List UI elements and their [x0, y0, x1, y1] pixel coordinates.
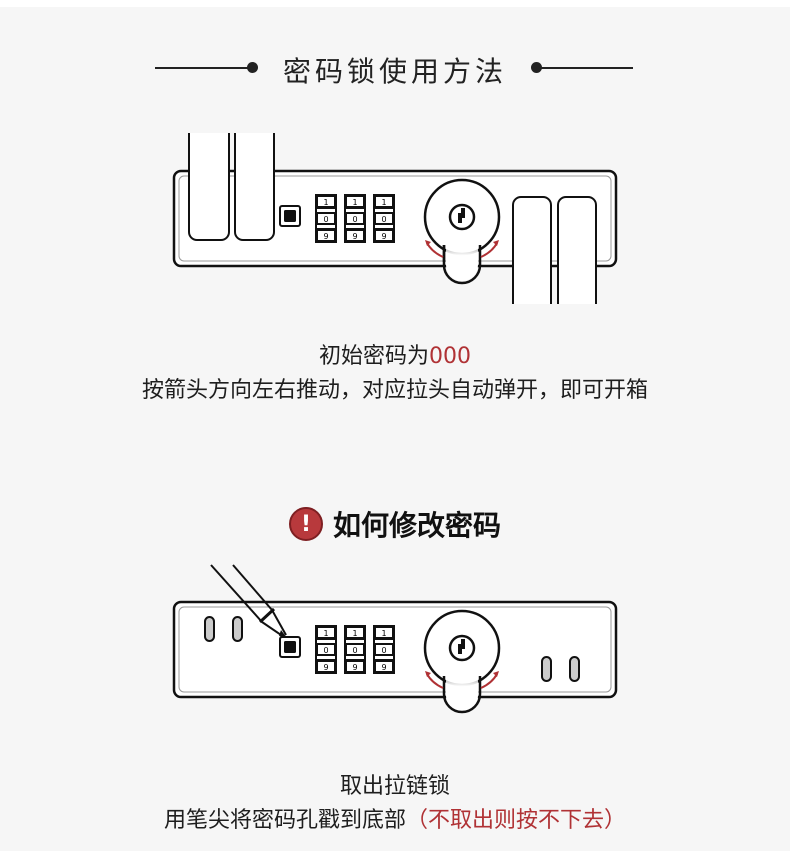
- zipper-pull-right: [512, 196, 597, 304]
- reset-instructions: 用笔尖将密码孔戳到底部（不取出则按不下去）: [0, 802, 790, 834]
- page-title: 密码锁使用方法: [282, 55, 507, 88]
- pen-icon: [210, 564, 287, 638]
- header-right-dot: [531, 62, 542, 73]
- header-right-line: [538, 67, 633, 69]
- lock-reset-illustration: 1 0 9 1 0 9 1 0 9: [172, 564, 618, 714]
- svg-text:0: 0: [381, 215, 386, 224]
- svg-text:9: 9: [381, 663, 386, 672]
- initial-password-line: 初始密码为000: [0, 338, 790, 370]
- svg-text:0: 0: [323, 646, 328, 655]
- content-panel: [0, 7, 790, 851]
- svg-text:9: 9: [352, 663, 357, 672]
- svg-text:1: 1: [381, 629, 386, 638]
- svg-text:9: 9: [323, 663, 328, 672]
- svg-text:9: 9: [352, 232, 357, 241]
- svg-text:0: 0: [352, 215, 357, 224]
- combination-dials: 1 0 9 1 0 9 1 0 9: [315, 625, 395, 674]
- svg-text:0: 0: [381, 646, 386, 655]
- combination-dials: 1 0 9 1 0 9 1 0 9: [315, 194, 395, 243]
- initial-password-label: 初始密码为: [318, 344, 429, 369]
- svg-text:1: 1: [323, 198, 328, 207]
- header-left-dot: [247, 62, 258, 73]
- svg-text:1: 1: [352, 629, 357, 638]
- svg-text:0: 0: [323, 215, 328, 224]
- initial-password-code: 000: [429, 344, 471, 369]
- exclamation-icon: !: [288, 507, 323, 541]
- svg-text:1: 1: [323, 629, 328, 638]
- svg-text:1: 1: [352, 198, 357, 207]
- zipper-pull-left: [188, 133, 275, 241]
- section-header: 密码锁使用方法: [0, 48, 790, 88]
- svg-text:9: 9: [323, 232, 328, 241]
- key-knob: [423, 609, 501, 714]
- svg-text:0: 0: [352, 646, 357, 655]
- zipper-slots: [204, 616, 580, 682]
- lock-open-illustration: 1 0 9 1 0 9 1 0 9: [172, 133, 618, 304]
- header-left-line: [155, 67, 250, 69]
- reset-instructions-main: 用笔尖将密码孔戳到底部: [163, 808, 406, 833]
- svg-text:9: 9: [381, 232, 386, 241]
- reset-instructions-note: （不取出则按不下去）: [406, 808, 627, 833]
- remove-lock-step: 取出拉链锁: [339, 774, 450, 799]
- open-instructions: 按箭头方向左右推动，对应拉头自动弹开，即可开箱: [141, 378, 648, 403]
- change-password-title: 如何修改密码: [332, 509, 501, 542]
- change-password-heading: ! 如何修改密码: [0, 504, 790, 544]
- svg-text:1: 1: [381, 198, 386, 207]
- key-knob: [423, 178, 501, 285]
